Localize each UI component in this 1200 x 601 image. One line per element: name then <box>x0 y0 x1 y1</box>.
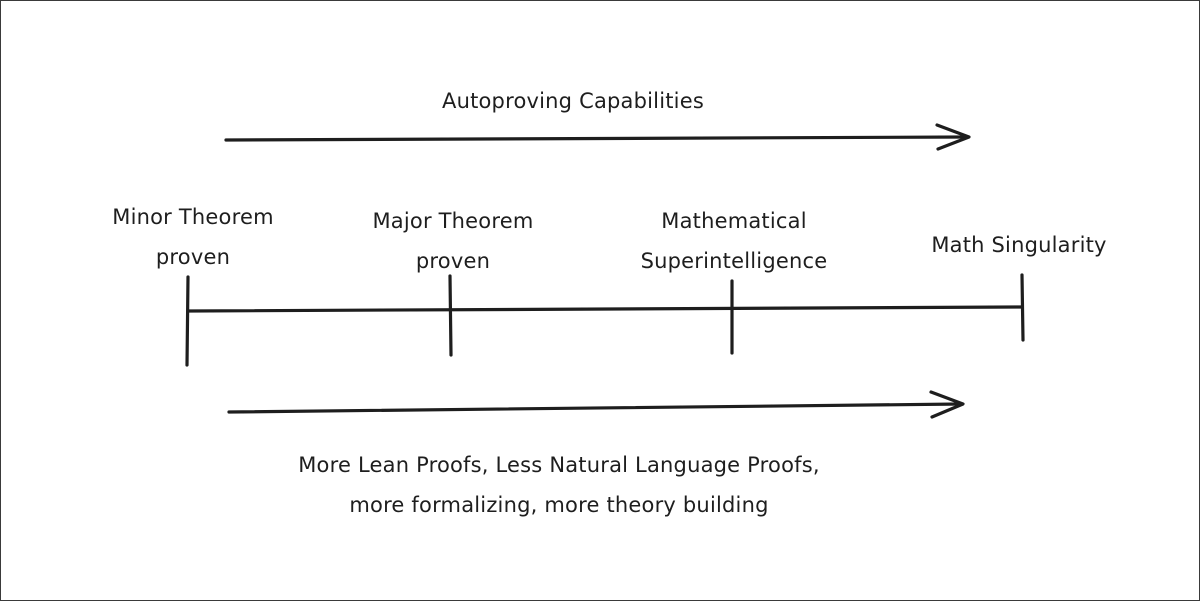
milestone-major-theorem: Major Theorem proven <box>372 209 534 273</box>
timeline-axis <box>187 305 1024 313</box>
top-arrow <box>224 123 971 151</box>
bottom-arrow <box>227 390 965 419</box>
tick-major-theorem <box>448 274 453 357</box>
milestone-math-superintelligence: Mathematical Superintelligence <box>640 209 828 273</box>
top-arrow-label: Autoproving Capabilities <box>442 89 704 113</box>
milestone-math-singularity: Math Singularity <box>931 233 1107 257</box>
tick-math-singularity <box>1020 273 1025 342</box>
bottom-arrow-label: More Lean Proofs, Less Natural Language … <box>298 453 820 517</box>
milestone-minor-theorem: Minor Theorem proven <box>112 205 274 269</box>
tick-minor-theorem <box>185 275 190 367</box>
